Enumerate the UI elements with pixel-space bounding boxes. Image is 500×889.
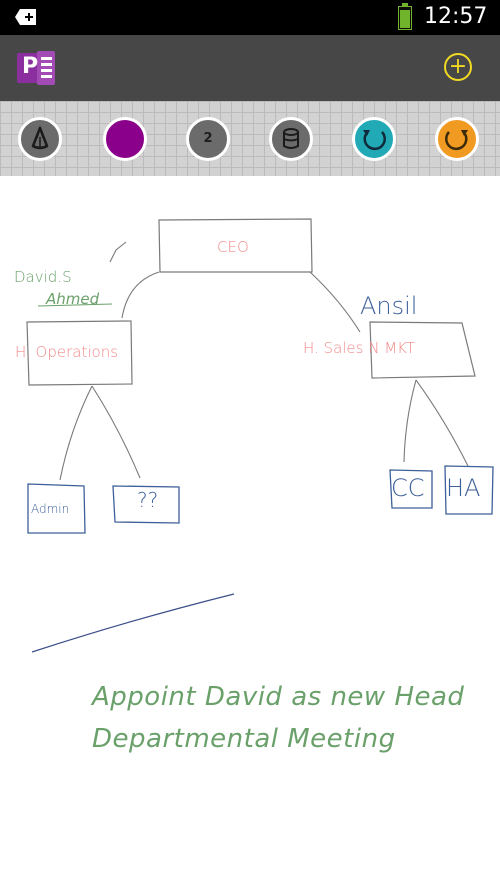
battery-level — [400, 10, 410, 28]
admin-box — [27, 483, 86, 534]
operations-right-branch — [91, 385, 141, 479]
unknown-box — [112, 485, 180, 524]
ha-label: HA — [446, 474, 481, 502]
note-line-2: Departmental Meeting — [92, 724, 396, 754]
pencil-tool-button[interactable] — [18, 117, 62, 161]
drawing-toolbar — [0, 101, 500, 176]
cc-box — [389, 469, 433, 509]
h-operations-label: H. Operations — [15, 343, 119, 361]
sales-left-branch — [403, 379, 417, 463]
pencil-icon — [31, 125, 49, 150]
onenote-logo-icon[interactable] — [17, 51, 57, 85]
ceo-label: CEO — [217, 238, 249, 256]
ceo-right-connector — [309, 271, 361, 333]
ink-strokes — [26, 218, 494, 653]
david-tick — [109, 241, 127, 263]
redo-icon — [445, 130, 468, 151]
notification-icon — [15, 9, 36, 25]
ahmed-underline — [37, 303, 113, 307]
operations-box — [26, 320, 133, 386]
undo-button[interactable] — [352, 117, 396, 161]
clock: 12:57 — [424, 4, 488, 29]
add-button[interactable]: + — [444, 53, 472, 81]
app-bar: P — [0, 35, 500, 101]
sales-right-branch — [415, 379, 469, 467]
cc-label: CC — [391, 474, 425, 502]
status-bar: 12:57 — [0, 0, 500, 35]
ceo-left-connector — [121, 271, 160, 319]
battery-icon — [398, 3, 412, 30]
drawing-canvas[interactable]: CEO David.S Ahmed Ansil H. Operations H.… — [0, 176, 500, 889]
sales-box — [369, 321, 476, 379]
ceo-box — [158, 218, 313, 273]
undo-icon — [363, 130, 386, 151]
admin-label: Admin — [31, 502, 70, 516]
eraser-tool-button[interactable] — [269, 117, 313, 161]
ansil-label: Ansil — [360, 292, 418, 320]
note-line-1: Appoint David as new Head — [92, 682, 465, 712]
ha-box — [444, 465, 494, 515]
david-label: David.S — [14, 268, 72, 286]
unknown-label: ?? — [137, 488, 159, 512]
pen-color-button[interactable] — [103, 117, 147, 161]
operations-left-branch — [59, 385, 93, 481]
ahmed-label: Ahmed — [46, 290, 100, 308]
redo-button[interactable] — [435, 117, 479, 161]
app-logo-letter: P — [22, 54, 39, 79]
pen-size-button[interactable]: 2 — [186, 117, 230, 161]
h-sales-label: H. Sales N MKT — [303, 339, 416, 357]
eraser-icon — [283, 128, 299, 149]
diagonal-stroke — [31, 593, 235, 653]
